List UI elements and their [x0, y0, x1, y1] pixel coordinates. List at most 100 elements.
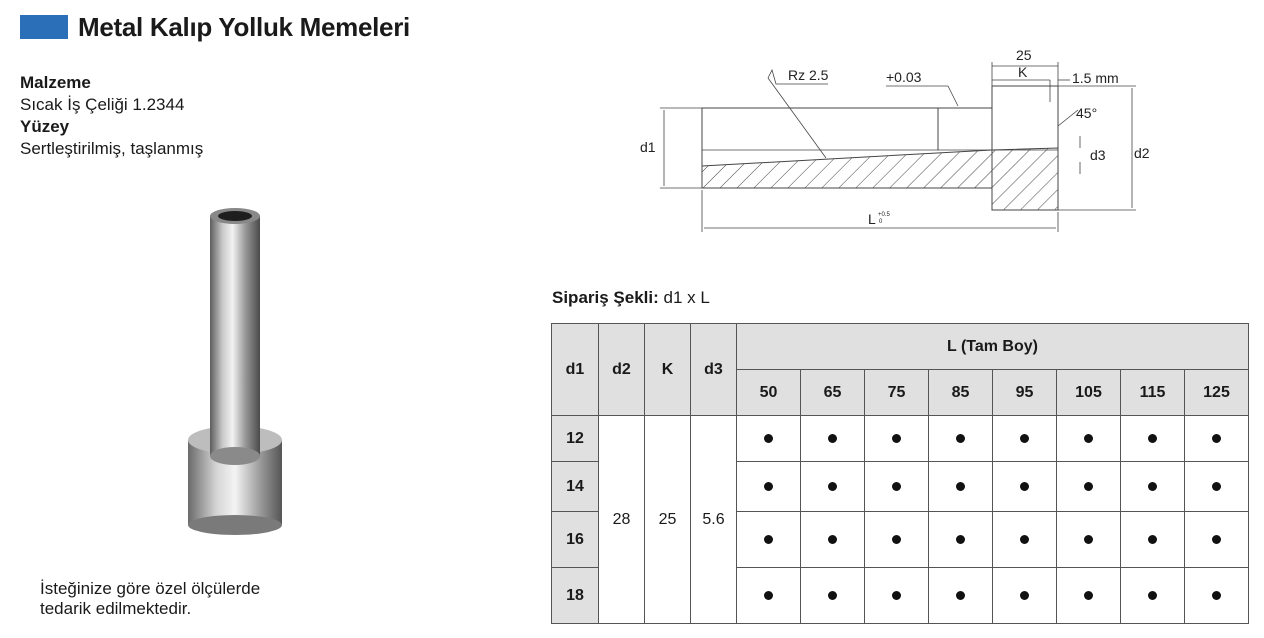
header-length: 115 — [1120, 369, 1185, 416]
available-dot-icon — [1020, 481, 1029, 491]
table-row: 18 — [551, 567, 1249, 624]
material-value: Sıcak İş Çeliği 1.2344 — [20, 95, 185, 114]
available-dot-icon — [828, 590, 837, 600]
dim-tolerance: +0.03 — [886, 69, 922, 85]
dim-45deg: 45° — [1076, 105, 1097, 121]
dim-d3: d3 — [1090, 147, 1106, 163]
availability-cell — [864, 461, 929, 512]
header-length: 65 — [800, 369, 865, 416]
available-dot-icon — [1212, 590, 1221, 600]
available-dot-icon — [764, 481, 773, 491]
K-value: 25 — [644, 415, 691, 624]
availability-cell — [800, 415, 865, 462]
dim-L-tolerance-upper: +0.5 — [878, 212, 891, 218]
availability-cell — [928, 511, 993, 568]
header-length: 50 — [736, 369, 801, 416]
table-row: 12 28 25 5.6 — [551, 415, 1249, 624]
available-dot-icon — [1084, 481, 1093, 491]
order-format: Sipariş Şekli: d1 x L — [552, 288, 710, 308]
note-line-2: tedarik edilmektedir. — [40, 599, 192, 618]
availability-cell — [992, 567, 1057, 624]
available-dot-icon — [828, 433, 837, 443]
availability-cell — [1184, 461, 1249, 512]
available-dot-icon — [764, 433, 773, 443]
availability-cell — [992, 511, 1057, 568]
availability-cell — [1056, 567, 1121, 624]
dim-1-5mm: 1.5 mm — [1072, 70, 1119, 86]
sprue-bushing-image — [188, 208, 282, 535]
availability-cell — [992, 461, 1057, 512]
header-length: 125 — [1184, 369, 1249, 416]
header-L: L (Tam Boy) — [736, 323, 1249, 370]
available-dot-icon — [828, 481, 837, 491]
header-length: 105 — [1056, 369, 1121, 416]
available-dot-icon — [1212, 481, 1221, 491]
availability-cell — [736, 567, 801, 624]
available-dot-icon — [1084, 433, 1093, 443]
availability-cell — [928, 461, 993, 512]
header-length: 95 — [992, 369, 1057, 416]
order-label: Sipariş Şekli: — [552, 288, 659, 307]
d1-value: 18 — [551, 567, 599, 624]
dim-d1: d1 — [640, 139, 656, 155]
surface-label: Yüzey — [20, 117, 70, 136]
available-dot-icon — [1212, 534, 1221, 544]
available-dot-icon — [892, 481, 901, 491]
header-K: K — [644, 323, 691, 416]
specs-block: Malzeme Sıcak İş Çeliği 1.2344 Yüzey Ser… — [20, 72, 203, 160]
available-dot-icon — [1084, 590, 1093, 600]
header-length: 75 — [864, 369, 929, 416]
note-line-1: İsteğinize göre özel ölçülerde — [40, 579, 261, 598]
available-dot-icon — [764, 590, 773, 600]
availability-cell — [1184, 567, 1249, 624]
available-dot-icon — [1020, 590, 1029, 600]
dim-25: 25 — [1016, 47, 1032, 63]
availability-cell — [1056, 415, 1121, 462]
availability-cell — [800, 461, 865, 512]
d1-value: 14 — [551, 461, 599, 512]
surface-value: Sertleştirilmiş, taşlanmış — [20, 139, 204, 158]
availability-cell — [736, 415, 801, 462]
available-dot-icon — [1020, 433, 1029, 443]
availability-cell — [1120, 415, 1185, 462]
d2-value: 28 — [598, 415, 645, 624]
available-dot-icon — [1148, 433, 1157, 443]
availability-cell — [800, 567, 865, 624]
availability-cell — [928, 415, 993, 462]
available-dot-icon — [956, 481, 965, 491]
dim-L: L — [868, 211, 876, 227]
title-accent-bar — [20, 15, 68, 39]
availability-cell — [928, 567, 993, 624]
custom-size-note: İsteğinize göre özel ölçülerde tedarik e… — [40, 579, 340, 619]
available-dot-icon — [956, 433, 965, 443]
availability-cell — [736, 511, 801, 568]
availability-cell — [1056, 461, 1121, 512]
header-d3: d3 — [690, 323, 737, 416]
availability-cell — [1184, 415, 1249, 462]
available-dot-icon — [1148, 590, 1157, 600]
available-dot-icon — [956, 534, 965, 544]
order-value: d1 x L — [663, 288, 710, 307]
material-label: Malzeme — [20, 73, 91, 92]
dim-L-tolerance-lower: 0 — [879, 219, 883, 225]
dim-rz: Rz 2.5 — [788, 67, 829, 83]
availability-cell — [1056, 511, 1121, 568]
availability-cell — [1184, 511, 1249, 568]
size-table: d1 d2 K d3 L (Tam Boy) 50 65 75 85 95 10… — [551, 323, 1249, 624]
dim-d2: d2 — [1134, 145, 1150, 161]
page-title: Metal Kalıp Yolluk Memeleri — [78, 12, 410, 42]
availability-cell — [864, 415, 929, 462]
d1-value: 12 — [551, 415, 599, 462]
available-dot-icon — [828, 534, 837, 544]
table-row: 16 — [551, 511, 1249, 568]
header-d2: d2 — [598, 323, 645, 416]
available-dot-icon — [892, 590, 901, 600]
availability-cell — [992, 415, 1057, 462]
technical-drawing: d1 d2 d3 45° 25 K 1.5 mm Rz 2.5 +0.03 L … — [640, 47, 1150, 232]
available-dot-icon — [892, 534, 901, 544]
dim-K: K — [1018, 64, 1028, 80]
available-dot-icon — [956, 590, 965, 600]
header-d1: d1 — [551, 323, 599, 416]
available-dot-icon — [1212, 433, 1221, 443]
available-dot-icon — [1020, 534, 1029, 544]
